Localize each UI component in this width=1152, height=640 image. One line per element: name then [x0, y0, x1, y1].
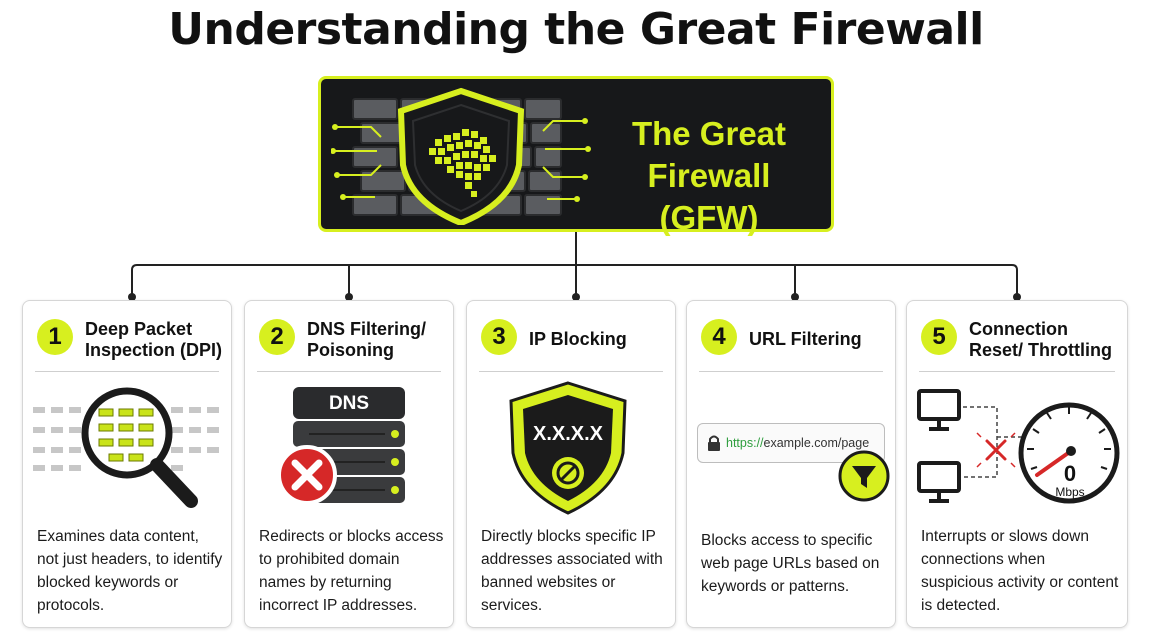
speedometer-icon [1018, 402, 1120, 504]
magnifier-icon [33, 387, 219, 508]
firewall-shield-illustration [331, 87, 591, 225]
gauge-value: 0 [1063, 461, 1077, 486]
gfw-hero-panel: The Great Firewall (GFW) [318, 76, 834, 236]
card-ip-blocking: 3 IP Blocking X.X.X.X Directly blocks sp… [466, 300, 676, 628]
ip-address-label: X.X.X.X [532, 423, 604, 445]
divider [35, 371, 219, 372]
card-description: Examines data content, not just headers,… [37, 528, 223, 614]
connection-broken-icon [985, 439, 1007, 461]
gfw-hero-title: The Great Firewall (GFW) [631, 115, 787, 236]
card-deep-packet-inspection: 1 Deep Packet Inspection (DPI) Examines … [22, 300, 232, 628]
card-url-filtering: 4 URL Filtering https://example.com/page… [686, 300, 896, 628]
card-description: Interrupts or slows down connections whe… [921, 528, 1119, 614]
filter-funnel-icon [838, 450, 890, 502]
card-title: URL Filtering [749, 329, 862, 349]
card-dns-filtering: 2 DNS Filtering/ Poisoning DNS Redirects… [244, 300, 454, 628]
url-scheme: https:// [726, 436, 764, 450]
card-connection-reset: 5 Connection Reset/ Throttling 0 Mbps In… [906, 300, 1128, 628]
card-title: DNS Filtering/ Poisoning [307, 319, 427, 360]
step-number-badge: 3 [481, 319, 517, 355]
step-number-badge: 1 [37, 319, 73, 355]
step-number-badge: 5 [921, 319, 957, 355]
step-number-badge: 4 [701, 319, 737, 355]
shield-icon [397, 87, 525, 225]
monitor-icon [917, 389, 961, 431]
url-path: example.com/page [763, 436, 870, 450]
throttled-connection-illustration [917, 389, 1120, 504]
shield-block-icon [509, 381, 627, 515]
divider [257, 371, 441, 372]
error-x-icon [277, 445, 337, 505]
card-description: Redirects or blocks access to prohibited… [259, 528, 444, 614]
card-description: Directly blocks specific IP addresses as… [481, 528, 663, 614]
card-title: IP Blocking [529, 329, 627, 349]
gauge-unit: Mbps [1055, 485, 1085, 499]
lock-icon [708, 435, 720, 451]
divider [699, 371, 883, 372]
server-stack-icon [277, 387, 405, 505]
monitor-icon [917, 461, 961, 503]
card-description: Blocks access to specific web page URLs … [701, 532, 880, 595]
china-map-icon [429, 129, 496, 197]
divider [919, 371, 1115, 372]
card-title: Connection Reset/ Throttling [969, 319, 1112, 360]
step-number-badge: 2 [259, 319, 295, 355]
divider [479, 371, 663, 372]
circuit-lines [333, 120, 589, 200]
page-title: Understanding the Great Firewall [168, 4, 984, 55]
dns-label: DNS [328, 393, 370, 414]
card-title: Deep Packet Inspection (DPI) [85, 319, 223, 360]
